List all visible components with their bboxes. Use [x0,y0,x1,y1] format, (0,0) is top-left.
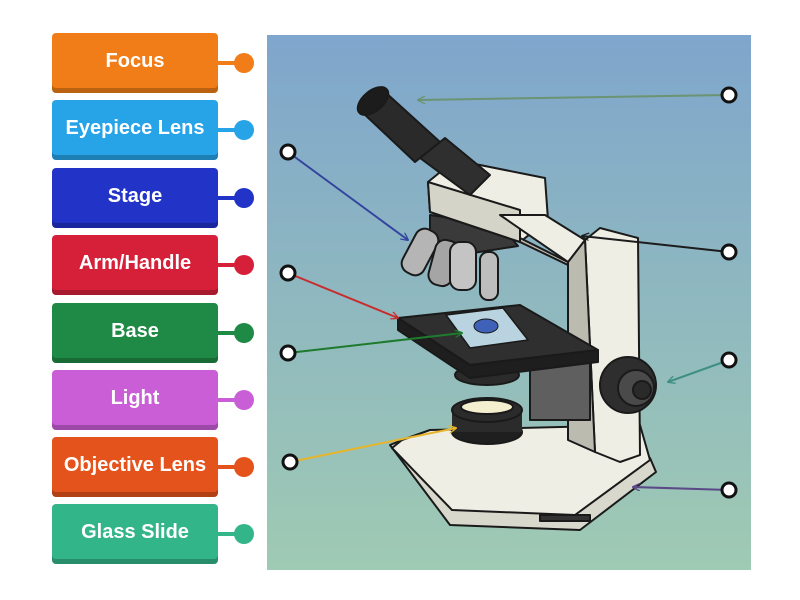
objective-lens [400,227,440,277]
label-text: Arm/Handle [78,252,192,274]
arrow-light [289,428,456,463]
pointer-arrows [287,94,730,490]
microscope [356,86,657,531]
label-objective-lens[interactable]: Objective Lens [52,437,218,497]
connector-line [218,465,244,469]
drop-target[interactable] [720,86,738,104]
connector-line [218,532,244,536]
label-eyepiece-lens[interactable]: Eyepiece Lens [52,100,218,160]
drag-handle[interactable] [234,188,254,208]
label-glass-slide[interactable]: Glass Slide [52,504,218,564]
drop-target[interactable] [279,143,297,161]
drag-handle[interactable] [234,255,254,275]
drop-target[interactable] [279,344,297,362]
arrow-arm [582,236,730,253]
arrow-stage [287,272,398,318]
label-text: Stage [107,185,163,207]
arrow-slide [287,333,462,354]
drag-handle[interactable] [234,323,254,343]
drop-target[interactable] [279,264,297,282]
arrow-eyepiece [418,94,728,100]
drag-handle[interactable] [234,457,254,477]
label-arm-handle[interactable]: Arm/Handle [52,235,218,295]
connector-line [218,128,244,132]
drop-target[interactable] [720,351,738,369]
connector-line [218,196,244,200]
drop-target[interactable] [281,453,299,471]
label-base[interactable]: Base [52,303,218,363]
drag-handle[interactable] [234,390,254,410]
label-stage[interactable]: Stage [52,168,218,228]
label-focus[interactable]: Focus [52,33,218,93]
label-text: Eyepiece Lens [65,117,205,139]
connector-line [218,61,244,65]
arrow-focus [668,359,730,382]
arrow-objective [287,151,408,240]
label-text: Light [110,387,160,409]
microscope-diagram [267,35,751,570]
label-text: Focus [105,50,165,72]
connector-line [218,398,244,402]
drop-target[interactable] [720,481,738,499]
drag-handle[interactable] [234,120,254,140]
label-light[interactable]: Light [52,370,218,430]
drag-handle[interactable] [234,524,254,544]
connector-line [218,331,244,335]
label-text: Glass Slide [81,521,189,543]
drag-handle[interactable] [234,53,254,73]
label-text: Base [111,320,159,342]
drop-target[interactable] [720,243,738,261]
label-text: Objective Lens [63,454,207,476]
arrow-base [633,487,730,490]
connector-line [218,263,244,267]
drop-targets [279,86,738,499]
